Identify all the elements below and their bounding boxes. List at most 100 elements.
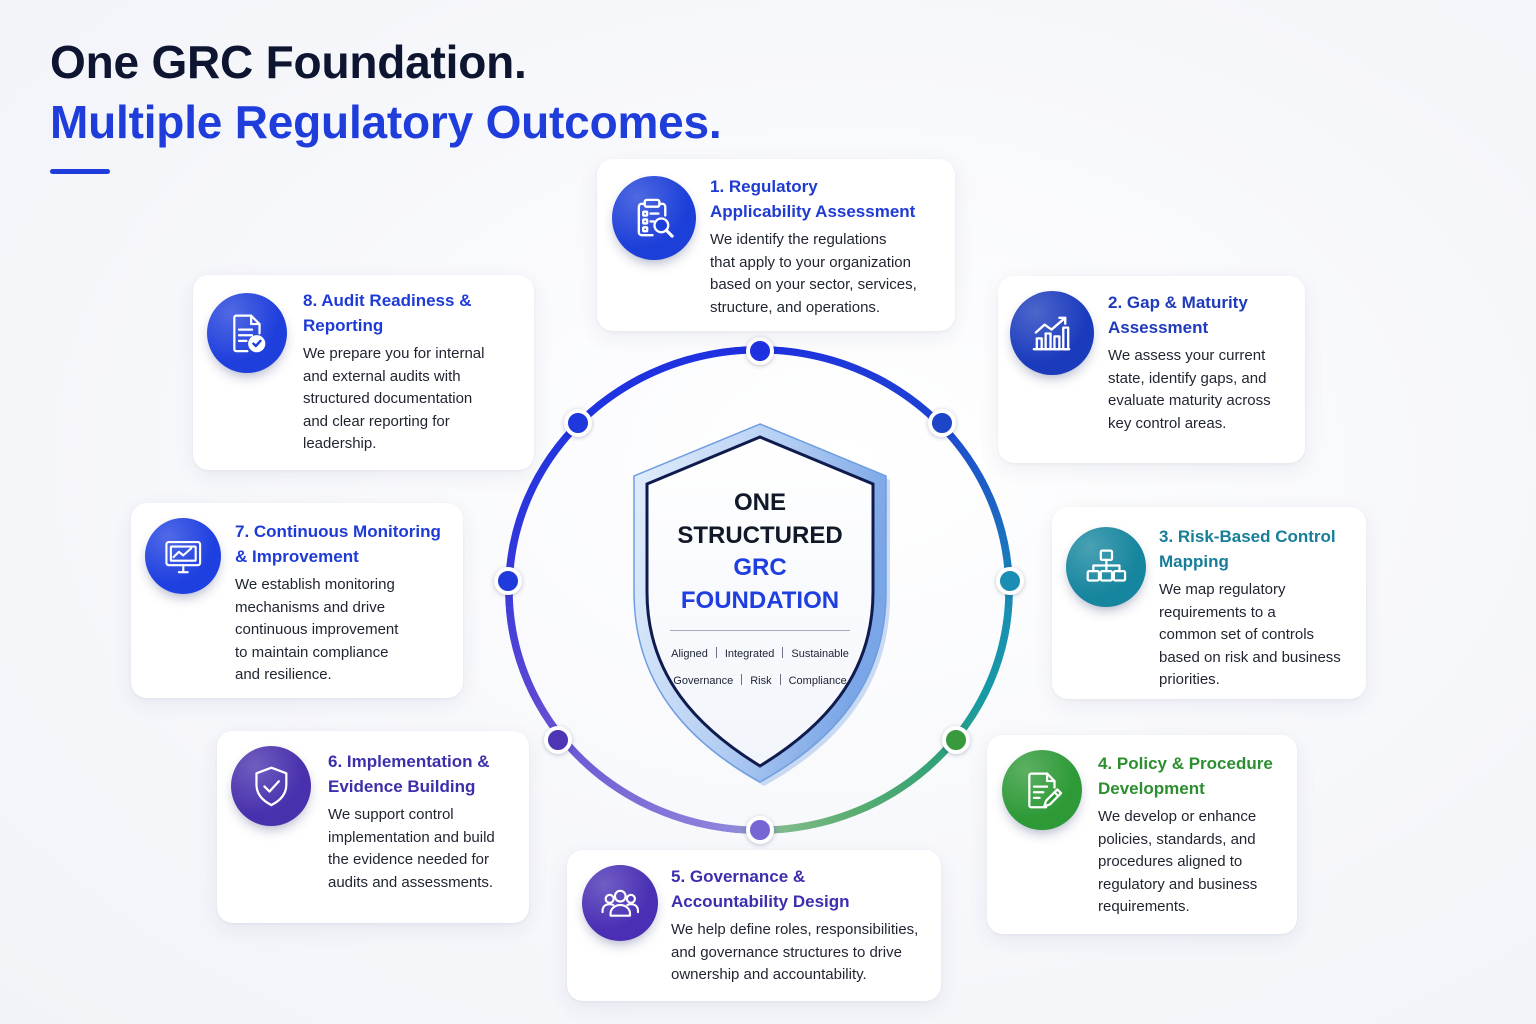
card-title-line: Reporting: [303, 316, 384, 335]
title-underline: [50, 169, 110, 174]
separator: [779, 674, 781, 685]
card-title: 7. Continuous Monitoring & Improvement: [235, 519, 441, 569]
card-description-line: requirements.: [1098, 898, 1190, 916]
card-description-line: We identify the regulations: [710, 231, 887, 248]
card-description-line: regulatory and business: [1098, 875, 1258, 893]
card-description-line: audits and assessments.: [328, 873, 494, 891]
card-description-line: mechanisms and drive: [235, 598, 386, 616]
quality-label: Integrated: [724, 648, 775, 660]
card-continuous-monitoring-improvement: 7. Continuous Monitoring & Improvement We …: [131, 503, 463, 698]
ring-node-top-left: [564, 409, 592, 437]
card-description-line: continuous improvement: [235, 621, 399, 639]
card-title-line: 4. Policy & Procedure: [1098, 754, 1273, 773]
card-description-line: We establish monitoring: [235, 576, 395, 593]
card-governance-accountability-design: 5. Governance & Accountability Design We h…: [567, 850, 941, 1001]
card-description-line: common set of controls: [1159, 626, 1315, 644]
pillar-label: Risk: [750, 675, 772, 687]
ring-node-right: [996, 567, 1024, 595]
card-description-line: and resilience.: [235, 666, 332, 684]
card-description-line: based on risk and business: [1159, 648, 1341, 666]
quality-label: Aligned: [671, 648, 708, 660]
hierarchy-icon: [1066, 527, 1146, 607]
shield-heading-line: GRC: [733, 554, 787, 581]
people-group-icon: [582, 865, 658, 941]
card-description: We identify the regulations that apply to…: [710, 229, 917, 319]
ring-node-bottom: [746, 816, 774, 844]
card-description-line: leadership.: [303, 435, 377, 453]
card-description-line: structure, and operations.: [710, 298, 881, 316]
quality-label: Sustainable: [791, 648, 849, 660]
card-description-line: We help define roles, responsibilities,: [671, 921, 919, 938]
card-description: We map regulatory requirements to a common…: [1159, 579, 1341, 692]
card-title: 8. Audit Readiness &Reporting: [303, 288, 485, 338]
separator: [782, 647, 784, 658]
document-pen-icon: [1002, 750, 1082, 830]
card-description-line: based on your sector, services,: [710, 276, 917, 294]
separator: [715, 647, 717, 658]
card-text: 5. Governance & Accountability Design We h…: [671, 864, 918, 987]
card-description-line: to maintain compliance: [235, 643, 389, 661]
page-title-line-2: Multiple Regulatory Outcomes.: [50, 96, 722, 148]
shield-heading-line: STRUCTURED: [677, 521, 843, 549]
bar-chart-growth-icon: [1010, 291, 1094, 375]
card-description-line: implementation and build: [328, 828, 495, 846]
shield-heading: ONE STRUCTURED GRC FOUNDATION: [660, 487, 860, 617]
ring-node-left: [494, 567, 522, 595]
ring-node-bottom-left: [544, 726, 572, 754]
card-description-line: that apply to your organization: [710, 253, 911, 271]
shield-heading-line: ONE: [733, 489, 786, 516]
page-title-line-1: One GRC Foundation.: [50, 36, 527, 88]
card-description-line: We assess your current: [1108, 347, 1266, 364]
ring-node-top-right: [928, 409, 956, 437]
card-title-line: Accountability Design: [671, 892, 850, 911]
card-description-line: procedures aligned to: [1098, 853, 1243, 871]
card-description-line: priorities.: [1159, 671, 1220, 689]
card-title-line: Development: [1098, 779, 1205, 798]
card-title: 6. Implementation &Evidence Building: [328, 749, 495, 799]
card-title-line: 1. Regulatory: [710, 177, 818, 196]
ring-node-top: [746, 337, 774, 365]
card-description-line: requirements to a: [1159, 603, 1276, 621]
pillar-label: Compliance: [788, 675, 847, 687]
card-title-line: & Improvement: [235, 547, 359, 566]
card-description-line: the evidence needed for: [328, 851, 489, 869]
card-description: We support control implementation and bui…: [328, 804, 495, 894]
card-title: 5. Governance & Accountability Design: [671, 864, 918, 914]
document-check-icon: [207, 293, 287, 373]
card-description-line: We support control: [328, 806, 454, 823]
card-description-line: key control areas.: [1108, 414, 1227, 432]
card-description-line: structured documentation: [303, 390, 473, 408]
card-description-line: We develop or enhance: [1098, 808, 1257, 825]
card-title-line: 6. Implementation &: [328, 752, 490, 771]
card-description-line: We map regulatory: [1159, 581, 1286, 598]
card-description: We help define roles, responsibilities, a…: [671, 919, 918, 987]
shield-divider: [670, 630, 850, 631]
card-title-line: 7. Continuous Monitoring: [235, 522, 441, 541]
card-description-line: ownership and accountability.: [671, 966, 867, 984]
card-title-line: Applicability Assessment: [710, 202, 916, 221]
card-text: 7. Continuous Monitoring & Improvement We …: [235, 519, 441, 687]
shield-heading-line: FOUNDATION: [680, 586, 840, 614]
card-title-line: Assessment: [1108, 318, 1209, 337]
card-title-line: Mapping: [1159, 552, 1229, 571]
card-description: We establish monitoring mechanisms and dr…: [235, 574, 441, 687]
card-description-line: and governance structures to drive: [671, 943, 902, 961]
card-title-line: 5. Governance &: [671, 867, 806, 886]
